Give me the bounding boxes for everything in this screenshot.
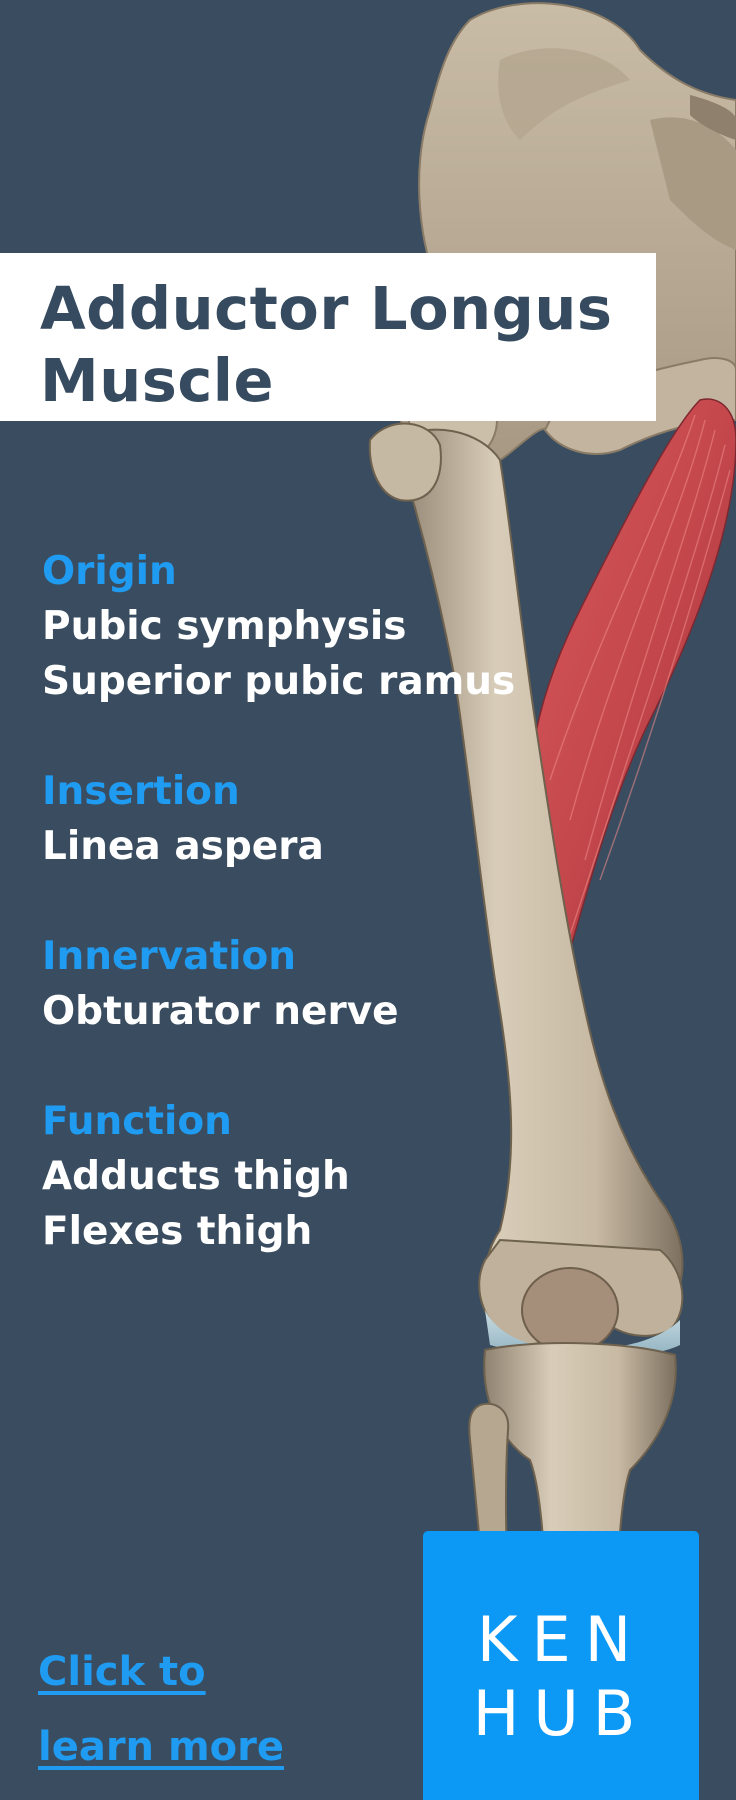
fact-value: Pubic symphysis (42, 604, 407, 649)
fact-value: Superior pubic ramus (42, 659, 516, 704)
fact-heading: Insertion (42, 769, 240, 814)
fact-insertion: Insertion Linea aspera (42, 764, 602, 874)
fact-heading: Origin (42, 549, 177, 594)
logo-line-1: KEN (476, 1603, 646, 1676)
kenhub-logo[interactable]: KEN HUB (423, 1531, 699, 1800)
logo-line-2: HUB (472, 1677, 650, 1750)
fact-heading: Function (42, 1099, 232, 1144)
title-line-2: Muscle (40, 346, 275, 415)
fact-innervation: Innervation Obturator nerve (42, 929, 602, 1039)
title-banner: Adductor Longus Muscle (0, 253, 656, 421)
fact-value: Flexes thigh (42, 1209, 313, 1254)
page-title: Adductor Longus Muscle (40, 273, 656, 417)
fact-value: Linea aspera (42, 824, 324, 869)
title-line-1: Adductor Longus (40, 274, 613, 343)
fact-heading: Innervation (42, 934, 297, 979)
learn-more-link[interactable]: Click to learn more (38, 1635, 338, 1785)
cta-line-2: learn more (38, 1724, 284, 1770)
cta-line-1: Click to (38, 1649, 206, 1695)
fact-origin: Origin Pubic symphysis Superior pubic ra… (42, 544, 602, 709)
fact-value: Obturator nerve (42, 989, 399, 1034)
femur-bone (393, 428, 684, 1332)
facts-list: Origin Pubic symphysis Superior pubic ra… (42, 544, 602, 1314)
fact-value: Adducts thigh (42, 1154, 350, 1199)
fact-function: Function Adducts thigh Flexes thigh (42, 1094, 602, 1259)
